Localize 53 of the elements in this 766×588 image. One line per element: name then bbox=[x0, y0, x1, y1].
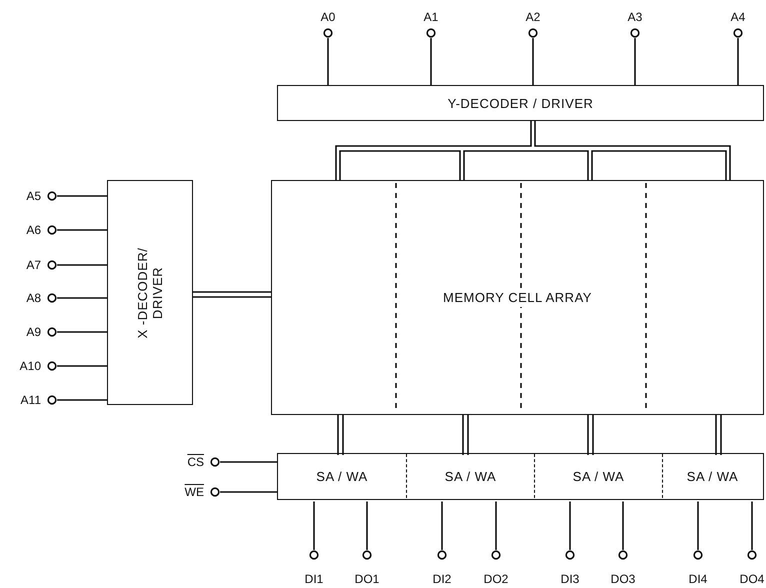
signal-line bbox=[220, 491, 277, 493]
amplifier-section: SA / WA bbox=[534, 454, 662, 498]
pin-label: A7 bbox=[26, 258, 41, 272]
amplifier-section: SA / WA bbox=[278, 454, 406, 498]
pin-label: A2 bbox=[526, 10, 540, 24]
signal-line bbox=[57, 365, 107, 367]
signal-line bbox=[622, 502, 624, 550]
amplifier-section: SA / WA bbox=[406, 454, 534, 498]
decoder-block: Y-DECODER / DRIVER bbox=[277, 85, 764, 121]
signal-line bbox=[569, 502, 571, 550]
pin-label: DO4 bbox=[740, 572, 764, 586]
pin-label: WE bbox=[184, 485, 204, 499]
pin-label: A4 bbox=[730, 10, 746, 24]
signal-line bbox=[751, 502, 753, 550]
pin-label: DO2 bbox=[484, 572, 508, 586]
signal-line bbox=[697, 502, 699, 550]
pin-label: A11 bbox=[20, 393, 41, 407]
pin-label: DI4 bbox=[688, 572, 708, 586]
signal-line bbox=[634, 38, 636, 85]
signal-line bbox=[495, 502, 497, 550]
amplifier-section: SA / WA bbox=[662, 454, 762, 498]
pin-label: DI2 bbox=[432, 572, 452, 586]
signal-line bbox=[430, 38, 432, 85]
amplifier-strip bbox=[277, 453, 764, 500]
pin-label: A3 bbox=[628, 10, 642, 24]
pin-label: A5 bbox=[26, 189, 41, 203]
pin-label: A6 bbox=[26, 223, 41, 237]
pin-label: A1 bbox=[424, 10, 438, 24]
pin-label: A10 bbox=[20, 359, 41, 373]
pin-label: DO3 bbox=[610, 572, 636, 586]
signal-line bbox=[57, 229, 107, 231]
pin-label: A8 bbox=[26, 291, 41, 305]
signal-line bbox=[327, 38, 329, 85]
pin-label: DI3 bbox=[560, 572, 580, 586]
pin-label: CS bbox=[187, 455, 204, 469]
memory-array-block bbox=[271, 180, 764, 415]
signal-line bbox=[366, 502, 368, 550]
decoder-block bbox=[107, 180, 193, 405]
signal-line bbox=[532, 38, 534, 85]
pin-label: DO1 bbox=[354, 572, 380, 586]
signal-line bbox=[313, 502, 315, 550]
signal-line bbox=[57, 331, 107, 333]
signal-line bbox=[57, 399, 107, 401]
pin-label: A9 bbox=[26, 325, 41, 339]
pin-label: A0 bbox=[320, 10, 336, 24]
signal-line bbox=[441, 502, 443, 550]
signal-line bbox=[57, 264, 107, 266]
block-label: X -DECODER/ DRIVER bbox=[135, 246, 165, 340]
signal-line bbox=[737, 38, 739, 85]
signal-line bbox=[57, 297, 107, 299]
signal-line bbox=[220, 461, 277, 463]
pin-label: DI1 bbox=[304, 572, 324, 586]
signal-line bbox=[57, 195, 107, 197]
